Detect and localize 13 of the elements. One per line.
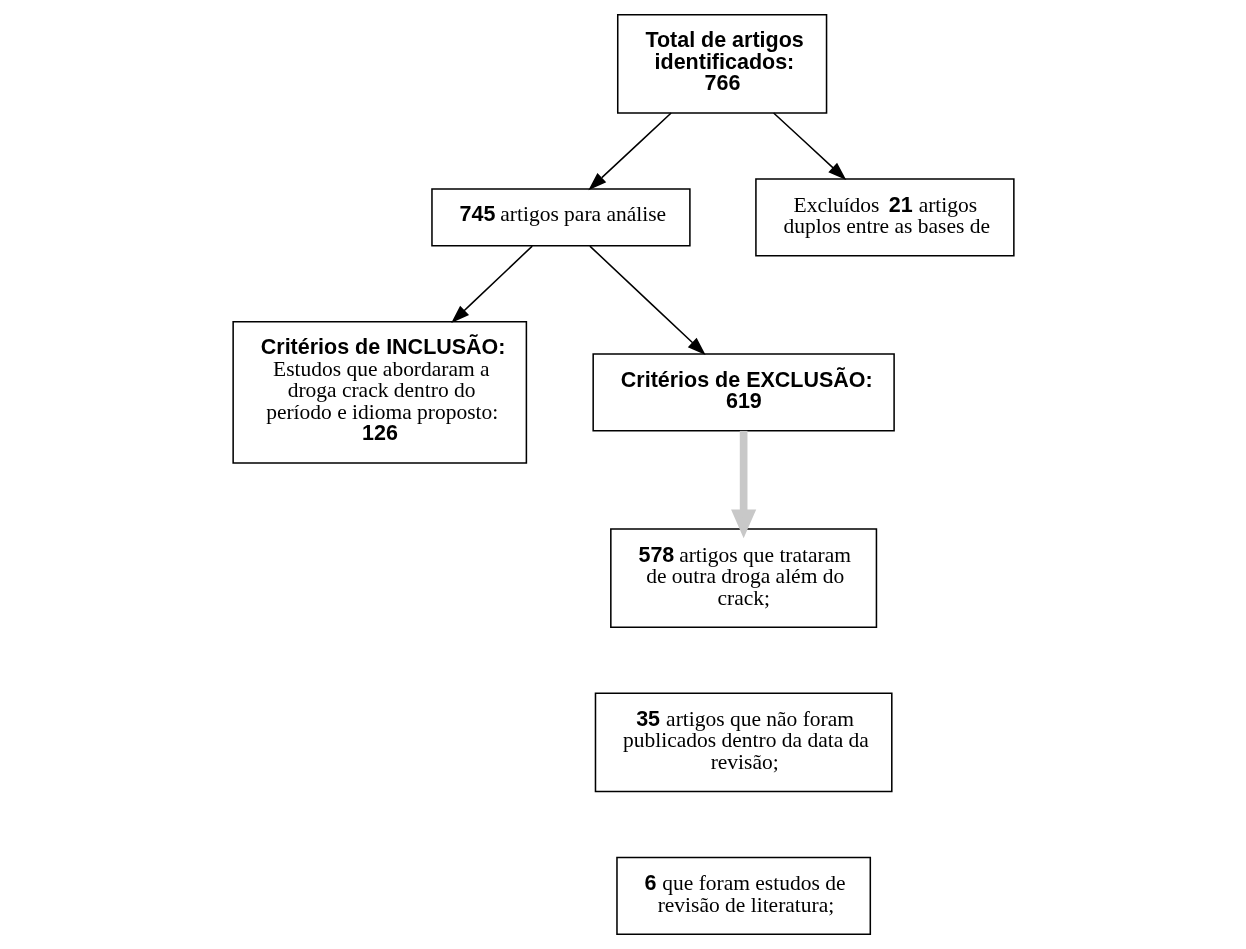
node-box: Critérios de EXCLUSÃO: 619 xyxy=(591,353,895,432)
arrow xyxy=(588,245,706,356)
arrow xyxy=(772,112,846,181)
arrow xyxy=(587,112,672,191)
node-box: 6 que foram estudos de revisão de literatura; xyxy=(615,856,871,936)
node-box: 35 artigos que não foram publicados dentro da data da revisão; xyxy=(594,692,893,793)
node-box: Excluídos 21 artigos duplos entre as bases de xyxy=(754,178,1015,257)
arrow xyxy=(730,430,756,539)
node-box: 745 artigos para análise xyxy=(430,188,691,247)
node-box: Total de artigos identificados: 766 xyxy=(616,13,827,114)
node-box: Critérios de INCLUSÃO: Estudos que abordaram a droga crack dentro do período e idioma proposto: 126 xyxy=(231,320,527,464)
node-box: 578 artigos que trataram de outra droga além do crack; xyxy=(609,528,877,629)
arrow xyxy=(450,245,533,323)
